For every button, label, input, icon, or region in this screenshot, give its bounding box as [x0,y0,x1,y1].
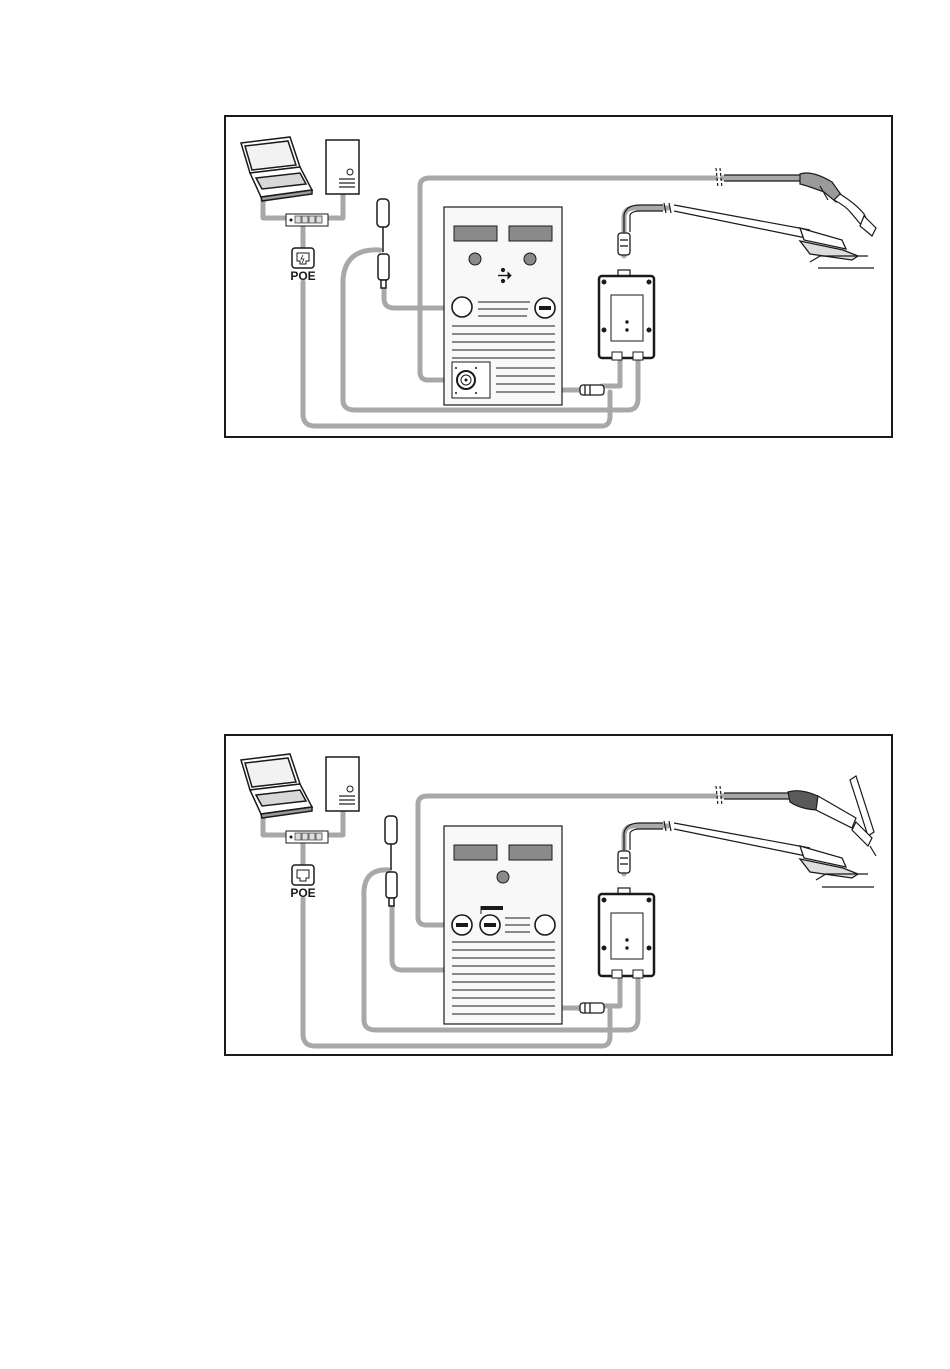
display-right [509,226,552,241]
network-switch-icon [286,214,328,226]
diagram-2: POE [225,735,892,1055]
knob [497,871,509,883]
power-source [444,207,562,405]
diagram-1: POE [225,116,892,437]
sensor-box [599,270,654,360]
display-left [454,845,497,860]
poe-label: POE [290,269,315,283]
network-switch-icon [286,831,328,843]
server-icon [326,140,359,194]
plus-socket [535,915,555,935]
ground-cable-plug-icon [618,233,630,255]
poe-ethernet-icon: POE [290,248,315,283]
ground-cable-plug-icon [618,851,630,873]
current-sensor-connector-icon [580,385,604,395]
sensor-box [599,888,654,978]
power-source [444,826,562,1024]
server-icon [326,757,359,811]
poe-label: POE [290,886,315,900]
knob-left [469,253,481,265]
plus-socket [452,297,472,317]
knob-right [524,253,536,265]
display-right [509,845,552,860]
tig-marker [481,906,503,910]
display-left [454,226,497,241]
current-sensor-connector-icon [580,1003,604,1013]
poe-ethernet-icon: POE [290,865,315,900]
